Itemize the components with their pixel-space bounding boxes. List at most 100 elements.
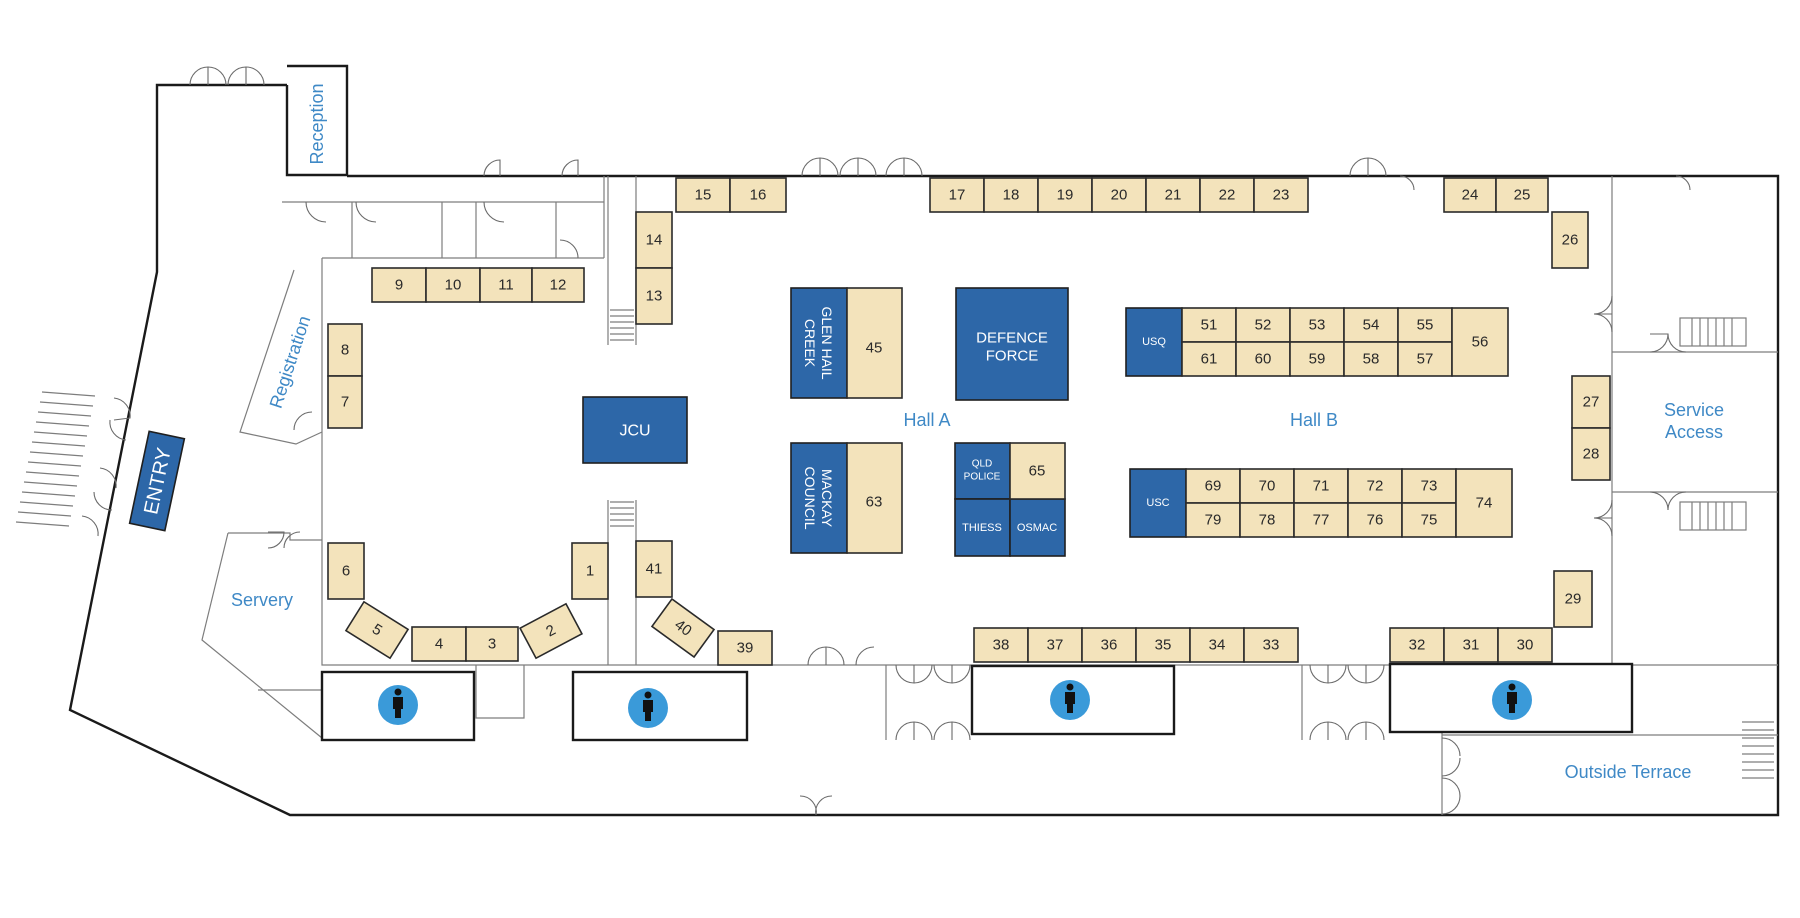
sponsor-thiess[interactable]: THIESS	[954, 498, 1011, 557]
sponsor-defence-force-line2: FORCE	[986, 348, 1039, 365]
booth-32[interactable]: 32	[1389, 627, 1445, 663]
booth-38[interactable]: 38	[973, 627, 1029, 663]
booth-22[interactable]: 22	[1199, 177, 1255, 213]
booth-10[interactable]: 10	[425, 267, 481, 303]
booth-14[interactable]: 14	[635, 211, 673, 269]
sponsor-osmac-label: OSMAC	[1017, 522, 1057, 534]
booth-59[interactable]: 59	[1289, 341, 1345, 377]
booth-30[interactable]: 30	[1497, 627, 1553, 663]
sponsor-osmac[interactable]: OSMAC	[1009, 498, 1066, 557]
sponsor-glen-hail-creek[interactable]: GLEN HAIL CREEK	[790, 287, 848, 399]
booth-number: 73	[1421, 478, 1438, 495]
booth-74[interactable]: 74	[1455, 468, 1513, 538]
booth-number: 20	[1111, 187, 1128, 204]
building-walls	[68, 64, 1780, 817]
sponsor-jcu[interactable]: JCU	[582, 396, 688, 464]
booth-39[interactable]: 39	[717, 630, 773, 666]
booth-number: 27	[1583, 394, 1600, 411]
booth-75[interactable]: 75	[1401, 502, 1457, 538]
sponsor-defence-force[interactable]: DEFENCE FORCE	[955, 287, 1069, 401]
booth-35[interactable]: 35	[1135, 627, 1191, 663]
booth-17[interactable]: 17	[929, 177, 985, 213]
booth-40[interactable]: 40	[650, 597, 716, 659]
booth-54[interactable]: 54	[1343, 307, 1399, 343]
booth-5[interactable]: 5	[344, 600, 410, 660]
booth-number: 28	[1583, 446, 1600, 463]
booth-71[interactable]: 71	[1293, 468, 1349, 504]
sponsor-usq[interactable]: USQ	[1125, 307, 1183, 377]
booth-18[interactable]: 18	[983, 177, 1039, 213]
booth-number: 54	[1363, 317, 1380, 334]
booth-number: 70	[1259, 478, 1276, 495]
booth-63[interactable]: 63	[846, 442, 903, 554]
booth-23[interactable]: 23	[1253, 177, 1309, 213]
booth-55[interactable]: 55	[1397, 307, 1453, 343]
booth-11[interactable]: 11	[479, 267, 533, 303]
booth-number: 30	[1517, 637, 1534, 654]
booth-8[interactable]: 8	[327, 323, 363, 377]
booth-number: 72	[1367, 478, 1384, 495]
booth-number: 61	[1201, 351, 1218, 368]
booth-53[interactable]: 53	[1289, 307, 1345, 343]
booth-9[interactable]: 9	[371, 267, 427, 303]
booth-51[interactable]: 51	[1181, 307, 1237, 343]
booth-77[interactable]: 77	[1293, 502, 1349, 538]
booth-33[interactable]: 33	[1243, 627, 1299, 663]
booth-20[interactable]: 20	[1091, 177, 1147, 213]
booth-number: 31	[1463, 637, 1480, 654]
booth-34[interactable]: 34	[1189, 627, 1245, 663]
booth-58[interactable]: 58	[1343, 341, 1399, 377]
booth-13[interactable]: 13	[635, 267, 673, 325]
booth-12[interactable]: 12	[531, 267, 585, 303]
booth-25[interactable]: 25	[1495, 177, 1549, 213]
booth-76[interactable]: 76	[1347, 502, 1403, 538]
booth-2[interactable]: 2	[518, 602, 584, 660]
booth-4[interactable]: 4	[411, 626, 467, 662]
booth-7[interactable]: 7	[327, 375, 363, 429]
toilet-block-3	[970, 664, 1176, 736]
booth-70[interactable]: 70	[1239, 468, 1295, 504]
booth-19[interactable]: 19	[1037, 177, 1093, 213]
booth-number: 25	[1514, 187, 1531, 204]
booth-number: 52	[1255, 317, 1272, 334]
booth-number: 75	[1421, 512, 1438, 529]
booth-15[interactable]: 15	[675, 177, 731, 213]
booth-61[interactable]: 61	[1181, 341, 1237, 377]
booth-45[interactable]: 45	[846, 287, 903, 399]
booth-number: 69	[1205, 478, 1222, 495]
booth-number: 74	[1476, 495, 1493, 512]
toilet-block-2	[571, 670, 749, 742]
booth-41[interactable]: 41	[635, 540, 673, 598]
sponsor-usc[interactable]: USC	[1129, 468, 1187, 538]
booth-26[interactable]: 26	[1551, 211, 1589, 269]
booth-1[interactable]: 1	[571, 542, 609, 600]
booth-57[interactable]: 57	[1397, 341, 1453, 377]
booth-3[interactable]: 3	[465, 626, 519, 662]
booth-52[interactable]: 52	[1235, 307, 1291, 343]
registration-label: Registration	[266, 313, 315, 411]
sponsor-qld-police[interactable]: QLD POLICE	[954, 442, 1011, 500]
booth-number: 14	[646, 232, 663, 249]
booth-24[interactable]: 24	[1443, 177, 1497, 213]
booth-16[interactable]: 16	[729, 177, 787, 213]
booth-28[interactable]: 28	[1571, 427, 1611, 481]
booth-56[interactable]: 56	[1451, 307, 1509, 377]
sponsor-mackay-council[interactable]: MACKAY COUNCIL	[790, 442, 848, 554]
booth-78[interactable]: 78	[1239, 502, 1295, 538]
booth-72[interactable]: 72	[1347, 468, 1403, 504]
booth-27[interactable]: 27	[1571, 375, 1611, 429]
booth-number: 29	[1565, 591, 1582, 608]
booth-37[interactable]: 37	[1027, 627, 1083, 663]
booth-79[interactable]: 79	[1185, 502, 1241, 538]
booth-60[interactable]: 60	[1235, 341, 1291, 377]
booth-73[interactable]: 73	[1401, 468, 1457, 504]
booth-6[interactable]: 6	[327, 542, 365, 600]
booth-29[interactable]: 29	[1553, 570, 1593, 628]
booth-65[interactable]: 65	[1009, 442, 1066, 500]
booth-36[interactable]: 36	[1081, 627, 1137, 663]
booth-69[interactable]: 69	[1185, 468, 1241, 504]
booth-number: 8	[341, 342, 349, 359]
booth-number: 3	[488, 636, 496, 653]
booth-21[interactable]: 21	[1145, 177, 1201, 213]
booth-31[interactable]: 31	[1443, 627, 1499, 663]
